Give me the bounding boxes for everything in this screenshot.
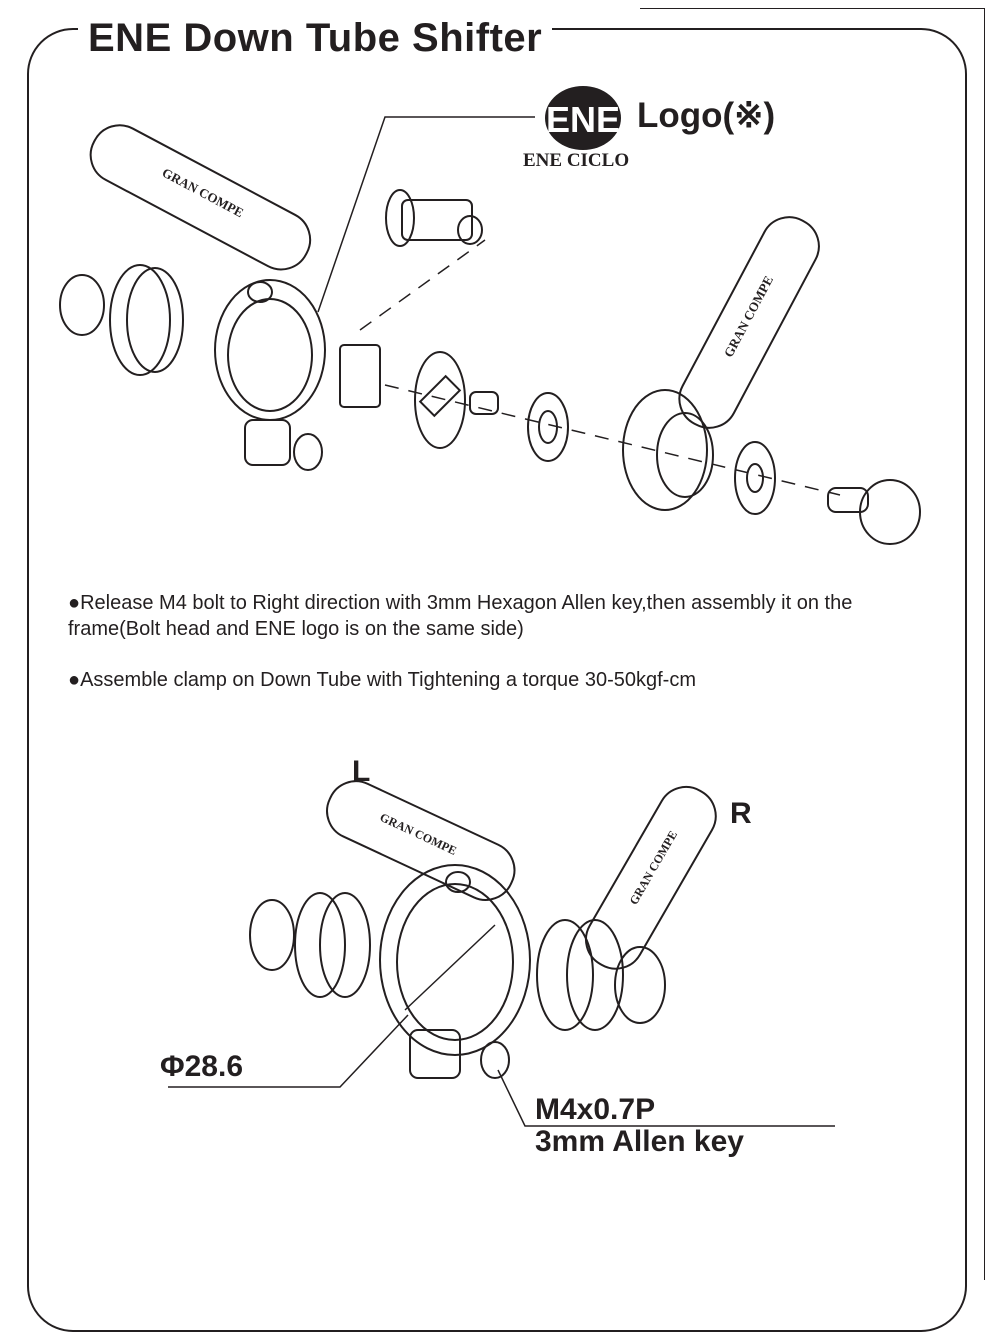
bullet-icon: ● (68, 669, 81, 691)
lever-brand-text: GRAN COMPE (721, 273, 776, 359)
right-label: R (730, 797, 752, 830)
tool-label: 3mm Allen key (535, 1125, 744, 1158)
lever-brand-text: GRAN COMPE (160, 165, 246, 220)
instruction-text: Assemble clamp on Down Tube with Tighten… (80, 669, 696, 691)
d-ring-bolt (827, 479, 921, 545)
page-top-line (640, 8, 985, 9)
bolt-leader (497, 1069, 835, 1127)
washer-small (734, 441, 776, 515)
page-title: ENE Down Tube Shifter (78, 16, 553, 61)
logo-callout-label: Logo(※) (637, 96, 776, 135)
left-lever-exploded: GRAN COMPE (59, 124, 312, 376)
exploded-and-assembled-diagram: ENE GRAN COMPE GRAN COMPE (59, 86, 921, 1127)
spacer-nut (385, 189, 483, 247)
right-lever-exploded: GRAN COMPE (622, 216, 820, 511)
bolt-spec-label: M4x0.7P (535, 1093, 656, 1126)
svg-text:ENE: ENE (546, 99, 620, 140)
ene-logo-icon: ENE (545, 86, 621, 150)
page-edge-line (984, 8, 985, 1280)
washer (527, 392, 569, 462)
diameter-label: Φ28.6 (160, 1050, 244, 1083)
left-label: L (352, 755, 371, 788)
instruction-1: ●Release M4 bolt to Right direction with… (68, 590, 948, 642)
square-washer (414, 351, 499, 449)
logo-leader-line (317, 116, 535, 313)
ene-ciclo-brand: ENE CICLO (523, 150, 630, 171)
clamp-exploded (214, 279, 381, 471)
diameter-line (404, 924, 496, 1011)
assembled-shifter: GRAN COMPE GRAN COMPE (249, 780, 717, 1079)
bullet-icon: ● (68, 592, 81, 614)
lever-brand-text: GRAN COMPE (378, 810, 459, 858)
instruction-2: ●Assemble clamp on Down Tube with Tighte… (68, 667, 948, 693)
lever-brand-text: GRAN COMPE (626, 828, 680, 907)
diameter-leader (168, 1014, 409, 1088)
instruction-text: Release M4 bolt to Right direction with … (68, 592, 853, 640)
